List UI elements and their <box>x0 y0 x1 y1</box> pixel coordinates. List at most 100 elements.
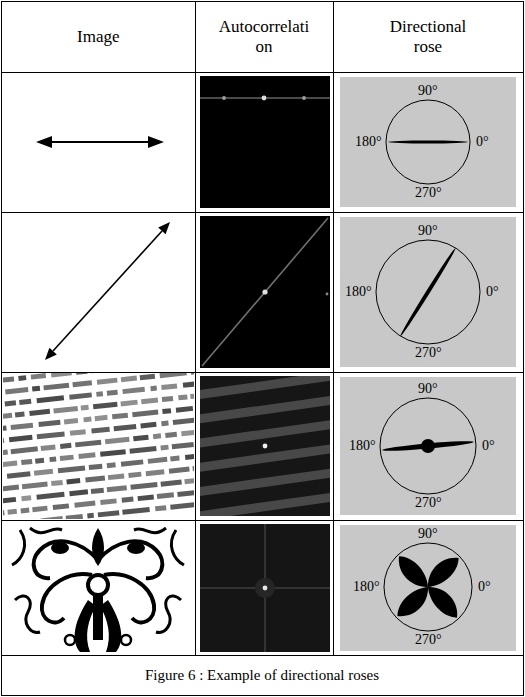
illustration-stroke <box>60 443 72 449</box>
illustration-stroke <box>170 456 180 462</box>
column-header: Autocorrelati on <box>210 17 318 56</box>
illustration-stroke <box>122 507 150 515</box>
illustration-stroke <box>129 446 156 454</box>
illustration-stroke <box>157 492 174 499</box>
illustration-stroke <box>173 417 194 425</box>
rose-panel-1 <box>340 77 516 207</box>
illustration-stroke <box>185 453 194 460</box>
illustration-stroke <box>127 542 145 554</box>
rose-panel-4 <box>340 525 516 651</box>
illustration-stroke <box>100 449 126 457</box>
illustration-stroke <box>3 425 7 431</box>
illustration-stroke <box>34 469 53 476</box>
autocorrelation-3 <box>200 376 330 516</box>
illustration-stroke <box>36 395 64 403</box>
angle-label: 180° <box>353 579 380 595</box>
illustration-stroke <box>170 502 194 510</box>
illustration-stroke <box>3 510 5 516</box>
illustration-stroke <box>69 392 92 399</box>
illustration-stroke <box>36 492 64 500</box>
illustration-stroke <box>88 575 108 595</box>
illustration-stroke <box>66 514 83 519</box>
illustration-stroke <box>183 381 194 388</box>
illustration-stroke <box>29 409 50 416</box>
illustration-stroke <box>95 415 108 421</box>
illustration-stroke <box>90 373 109 374</box>
illustration-stroke <box>21 459 32 465</box>
rose-panel-2 <box>340 217 516 367</box>
illustration-stroke <box>58 465 86 473</box>
illustration-stroke <box>11 423 34 430</box>
illustration-stroke <box>160 445 168 451</box>
illustration-stroke <box>66 478 80 484</box>
scan-lines <box>3 373 194 519</box>
illustration-stroke <box>112 413 128 420</box>
illustration-stroke <box>105 437 130 445</box>
illustration-stroke <box>3 485 19 493</box>
illustration-stroke <box>96 391 103 397</box>
illustration-stroke <box>60 455 74 461</box>
ornament-image <box>12 528 184 652</box>
illustration-stroke <box>22 482 48 490</box>
illustration-stroke <box>92 528 104 566</box>
illustration-stroke <box>93 595 103 640</box>
illustration-stroke <box>97 378 118 385</box>
illustration-stroke <box>35 458 44 464</box>
illustration-stroke <box>91 488 104 494</box>
illustration-stroke <box>5 387 28 394</box>
autocorrelation-1 <box>200 76 330 208</box>
autocorrelation-2 <box>200 216 330 368</box>
illustration-stroke <box>89 464 103 470</box>
illustration-stroke <box>37 431 65 439</box>
illustration-stroke <box>162 408 171 414</box>
illustration-stroke <box>120 400 137 407</box>
illustration-stroke <box>32 386 40 392</box>
angle-label: 0° <box>476 134 489 150</box>
angle-label: 270° <box>415 495 442 511</box>
illustration-stroke <box>51 542 69 554</box>
diagonal-arrow <box>45 222 170 360</box>
illustration-stroke <box>176 406 193 413</box>
column-header: Directional rose <box>378 17 478 56</box>
illustration-stroke <box>107 485 127 492</box>
illustration-stroke <box>153 433 161 439</box>
illustration-stroke <box>53 503 70 510</box>
illustration-stroke <box>41 516 63 519</box>
angle-label: 180° <box>349 438 376 454</box>
illustration-stroke <box>141 397 158 404</box>
angle-label: 0° <box>486 284 499 300</box>
horizontal-arrow <box>36 136 164 148</box>
illustration-stroke <box>76 373 88 375</box>
illustration-stroke <box>7 471 31 478</box>
illustration-stroke <box>130 482 157 490</box>
illustration-stroke <box>3 449 8 456</box>
illustration-stroke <box>178 394 187 400</box>
illustration-stroke <box>43 383 69 391</box>
illustration-stroke <box>100 600 121 652</box>
angle-label: 0° <box>478 579 491 595</box>
illustration-stroke <box>114 424 137 431</box>
illustration-stroke <box>11 446 38 454</box>
illustration-stroke <box>172 442 194 449</box>
illustration-stroke <box>155 505 166 511</box>
illustration-stroke <box>161 421 169 427</box>
illustration-stroke <box>64 418 78 424</box>
illustration-stroke <box>156 596 181 633</box>
illustration-stroke <box>91 427 110 434</box>
illustration-stroke <box>51 373 72 377</box>
illustration-stroke <box>137 494 154 501</box>
angle-label: 90° <box>418 223 438 239</box>
illustration-stroke <box>21 495 31 501</box>
illustration-stroke <box>38 420 60 427</box>
illustration-stroke <box>49 456 56 462</box>
angle-label: 90° <box>418 381 438 397</box>
illustration-stroke <box>98 510 120 517</box>
illustration-stroke <box>70 429 86 436</box>
illustration-stroke <box>161 383 177 390</box>
illustration-stroke <box>53 406 78 414</box>
illustration-stroke <box>3 438 4 445</box>
illustration-stroke <box>31 373 46 380</box>
illustration-stroke <box>121 376 137 383</box>
